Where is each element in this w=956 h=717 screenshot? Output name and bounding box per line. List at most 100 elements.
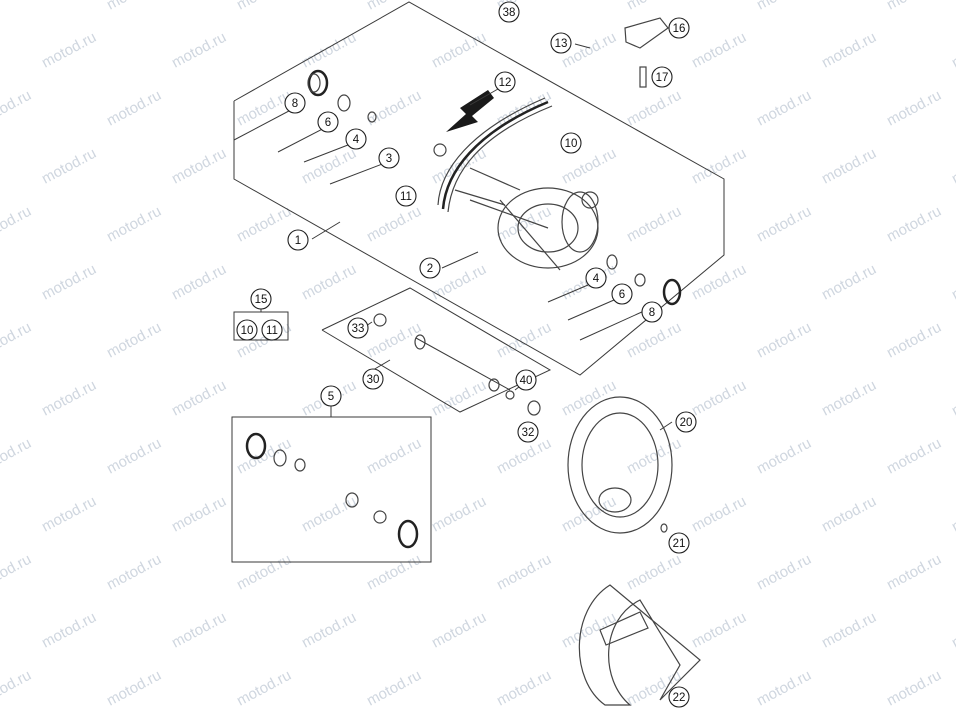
callout-label: 6 (619, 289, 625, 301)
callout-c3: 3 (378, 147, 400, 169)
watermark-text: motod.ru (299, 145, 359, 188)
callout-label: 11 (266, 325, 278, 337)
watermark-text: motod.ru (364, 551, 424, 594)
callout-c16: 16 (668, 17, 690, 39)
callout-c33: 33 (347, 317, 369, 339)
watermark-text: motod.ru (429, 377, 489, 420)
callout-c32: 32 (517, 421, 539, 443)
watermark-text: motod.ru (949, 261, 956, 304)
callout-circle (362, 368, 384, 390)
watermark-text: motod.ru (0, 203, 34, 246)
watermark-text: motod.ru (689, 145, 749, 188)
callout-circle (675, 411, 697, 433)
watermark-text: motod.ru (39, 377, 99, 420)
callout-c1: 1 (287, 229, 309, 251)
watermark-text: motod.ru (884, 87, 944, 130)
callout-circle (395, 185, 417, 207)
watermark-text: motod.ru (0, 319, 34, 362)
callout-label: 10 (565, 138, 578, 150)
bolt-21 (660, 523, 668, 533)
callout-label: 32 (522, 427, 535, 439)
watermark-text: motod.ru (39, 261, 99, 304)
watermark-text: motod.ru (364, 87, 424, 130)
callout-c5: 5 (320, 385, 342, 407)
watermark-text: motod.ru (364, 435, 424, 478)
wheel-hub (469, 187, 599, 271)
callout-label: 11 (400, 191, 412, 203)
callout-c20: 20 (675, 411, 697, 433)
callout-c21: 21 (668, 532, 690, 554)
callout-label: 2 (427, 263, 433, 275)
callout-circle (347, 317, 369, 339)
callout-circle (611, 283, 633, 305)
callout-circle (560, 132, 582, 154)
brake-disc (567, 396, 673, 534)
callout-c15: 15 (250, 288, 272, 310)
watermark-text: motod.ru (819, 377, 879, 420)
watermark-text: motod.ru (689, 609, 749, 652)
callout-c10a: 10 (560, 132, 582, 154)
callout-circle (419, 257, 441, 279)
callout-c6a: 6 (317, 111, 339, 133)
callout-circle (378, 147, 400, 169)
right-shaft-parts (606, 254, 682, 306)
watermark-text: motod.ru (429, 29, 489, 72)
watermark-text: motod.ru (169, 493, 229, 536)
watermark-text: motod.ru (949, 145, 956, 188)
callout-label: 30 (367, 374, 380, 386)
watermark-text: motod.ru (819, 609, 879, 652)
watermark-text: motod.ru (689, 261, 749, 304)
watermark-text: motod.ru (234, 87, 294, 130)
callout-circle (515, 369, 537, 391)
watermark-text: motod.ru (819, 261, 879, 304)
callout-circle (284, 92, 306, 114)
watermark-text: motod.ru (104, 551, 164, 594)
watermark-text: motod.ru (39, 609, 99, 652)
watermark-text: motod.ru (949, 609, 956, 652)
callout-label: 40 (520, 375, 533, 387)
callout-c17: 17 (651, 66, 673, 88)
watermark-text: motod.ru (429, 609, 489, 652)
callout-label: 13 (555, 38, 568, 50)
watermark-text: motod.ru (39, 493, 99, 536)
callout-circle (668, 532, 690, 554)
watermark-text: motod.ru (364, 0, 424, 14)
disc-guard (578, 584, 701, 706)
watermark-text: motod.ru (754, 667, 814, 710)
callout-label: 15 (255, 294, 268, 306)
watermark-text: motod.ru (169, 29, 229, 72)
watermark-text: motod.ru (754, 551, 814, 594)
watermark-text: motod.ru (104, 87, 164, 130)
watermark-text: motod.ru (754, 87, 814, 130)
watermark-text: motod.ru (104, 203, 164, 246)
watermark-text: motod.ru (234, 203, 294, 246)
watermark-text: motod.ru (819, 493, 879, 536)
watermark-text: motod.ru (39, 29, 99, 72)
callout-label: 1 (295, 235, 301, 247)
watermark-text: motod.ru (169, 377, 229, 420)
watermark-text: motod.ru (364, 203, 424, 246)
callout-c38: 38 (498, 1, 520, 23)
callout-label: 17 (656, 72, 669, 84)
callout-circle (345, 128, 367, 150)
watermark-text: motod.ru (169, 261, 229, 304)
callout-label: 10 (241, 325, 254, 337)
callout-c30: 30 (362, 368, 384, 390)
callout-c6b: 6 (611, 283, 633, 305)
callout-c8a: 8 (284, 92, 306, 114)
callout-label: 20 (680, 417, 693, 429)
watermark-text: motod.ru (429, 493, 489, 536)
callout-c10b: 10 (236, 319, 258, 341)
callout-circle (550, 32, 572, 54)
left-shaft-parts (307, 69, 447, 157)
watermark-text: motod.ru (754, 0, 814, 14)
callout-circle (585, 267, 607, 289)
watermark-text: motod.ru (169, 145, 229, 188)
watermark-text: motod.ru (689, 377, 749, 420)
watermark-text: motod.ru (299, 609, 359, 652)
watermark-text: motod.ru (884, 551, 944, 594)
callout-c13: 13 (550, 32, 572, 54)
watermark-text: motod.ru (624, 0, 684, 14)
callout-c11b: 11 (261, 319, 283, 341)
